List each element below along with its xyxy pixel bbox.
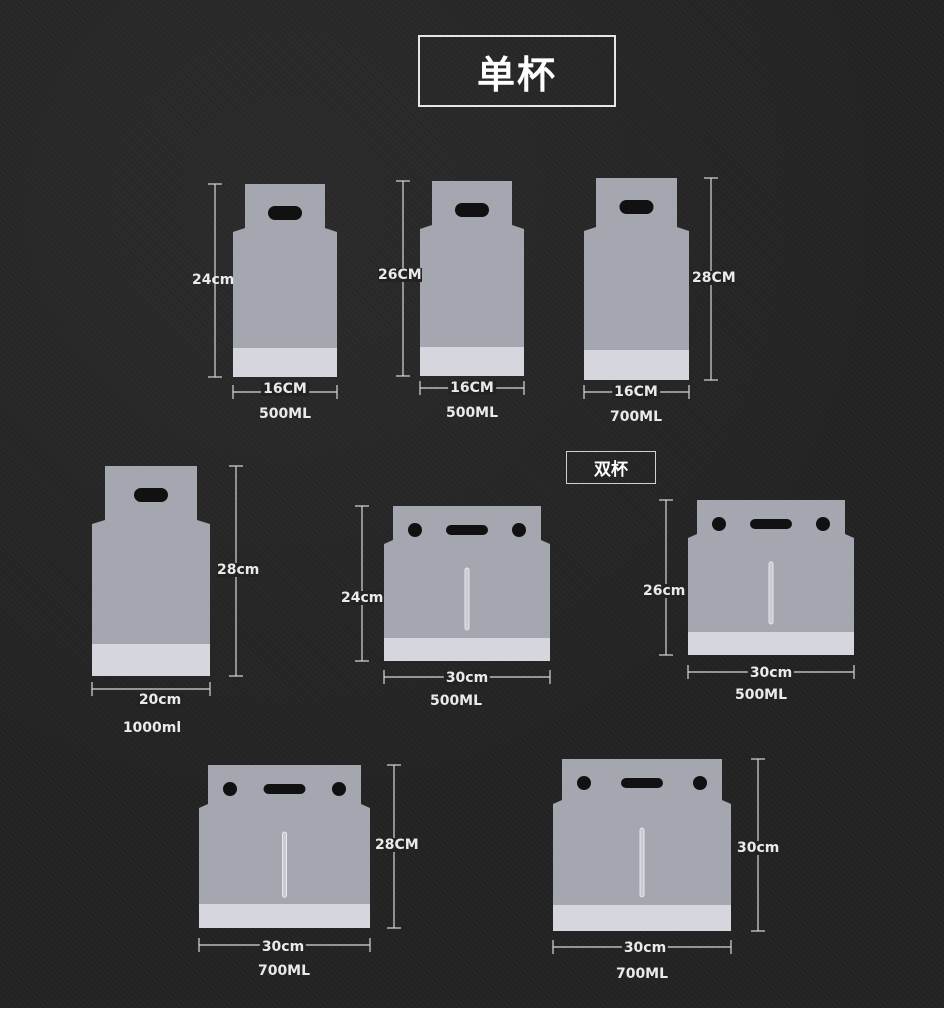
cup-hole-right xyxy=(512,523,526,537)
cup-hole-left xyxy=(223,782,237,796)
section-title-double: 双杯 xyxy=(566,451,656,484)
handle-slot xyxy=(621,778,663,788)
width-label: 30cm xyxy=(443,670,491,686)
width-label: 30cm xyxy=(747,665,795,681)
height-label: 28CM xyxy=(375,837,419,853)
bag-bottom-band xyxy=(584,350,689,380)
cup-hole-left xyxy=(408,523,422,537)
handle-hole xyxy=(134,488,168,502)
bag-drawing xyxy=(552,758,765,954)
bag-bottom-band xyxy=(384,638,550,661)
bag-drawing xyxy=(583,177,718,399)
bag-body xyxy=(420,181,524,376)
capacity-label: 1000ml xyxy=(122,720,182,736)
width-label: 16CM xyxy=(612,384,660,400)
handle-slot xyxy=(750,519,792,529)
page-title: 单杯 xyxy=(418,35,616,107)
height-label: 26CM xyxy=(378,267,422,283)
bag-bottom-band xyxy=(420,347,524,376)
height-label: 28CM xyxy=(692,270,736,286)
bottom-margin xyxy=(0,1008,950,1033)
capacity-label: 500ML xyxy=(445,405,499,421)
width-label: 16CM xyxy=(261,381,309,397)
height-label: 24cm xyxy=(192,272,235,288)
height-label: 30cm xyxy=(737,840,780,856)
right-margin xyxy=(944,0,950,1008)
height-dimension xyxy=(208,183,222,378)
cup-hole-left xyxy=(577,776,591,790)
height-dimension xyxy=(355,505,369,662)
width-label: 20cm xyxy=(136,692,184,708)
capacity-label: 500ML xyxy=(734,687,788,703)
handle-slot xyxy=(263,784,306,794)
height-label: 26cm xyxy=(643,583,686,599)
width-dimension xyxy=(91,682,211,696)
width-label: 30cm xyxy=(621,940,669,956)
bag-body xyxy=(92,466,210,676)
height-label: 28cm xyxy=(217,562,260,578)
height-dimension xyxy=(659,499,673,656)
bag-drawing xyxy=(396,180,525,395)
capacity-label: 700ML xyxy=(615,966,669,982)
handle-hole xyxy=(619,200,654,214)
capacity-label: 700ML xyxy=(257,963,311,979)
cup-hole-left xyxy=(712,517,726,531)
bag-bottom-band xyxy=(92,644,210,676)
bag-drawing xyxy=(198,764,401,952)
bag-bottom-band xyxy=(688,632,854,655)
bag-drawing xyxy=(208,183,338,399)
cup-hole-right xyxy=(693,776,707,790)
width-label: 30cm xyxy=(259,939,307,955)
divider-slit xyxy=(639,827,645,898)
capacity-label: 500ML xyxy=(429,693,483,709)
bag-body xyxy=(584,178,689,380)
bag-drawing xyxy=(659,499,855,679)
capacity-label: 500ML xyxy=(258,406,312,422)
bag-body xyxy=(233,184,337,377)
cup-hole-right xyxy=(816,517,830,531)
canvas: 单杯 双杯 24cm 16CM 500ML 26CM 16CM 500ML 28… xyxy=(0,0,944,1008)
bag-bottom-band xyxy=(233,348,337,377)
divider-slit xyxy=(768,561,774,625)
capacity-label: 700ML xyxy=(609,409,663,425)
height-label: 24cm xyxy=(341,590,384,606)
width-label: 16CM xyxy=(448,380,496,396)
handle-slot xyxy=(446,525,488,535)
cup-hole-right xyxy=(332,782,346,796)
handle-hole xyxy=(455,203,489,217)
divider-slit xyxy=(282,831,287,898)
bag-bottom-band xyxy=(553,905,731,931)
handle-hole xyxy=(268,206,302,220)
divider-slit xyxy=(464,567,470,631)
bag-bottom-band xyxy=(199,904,370,928)
